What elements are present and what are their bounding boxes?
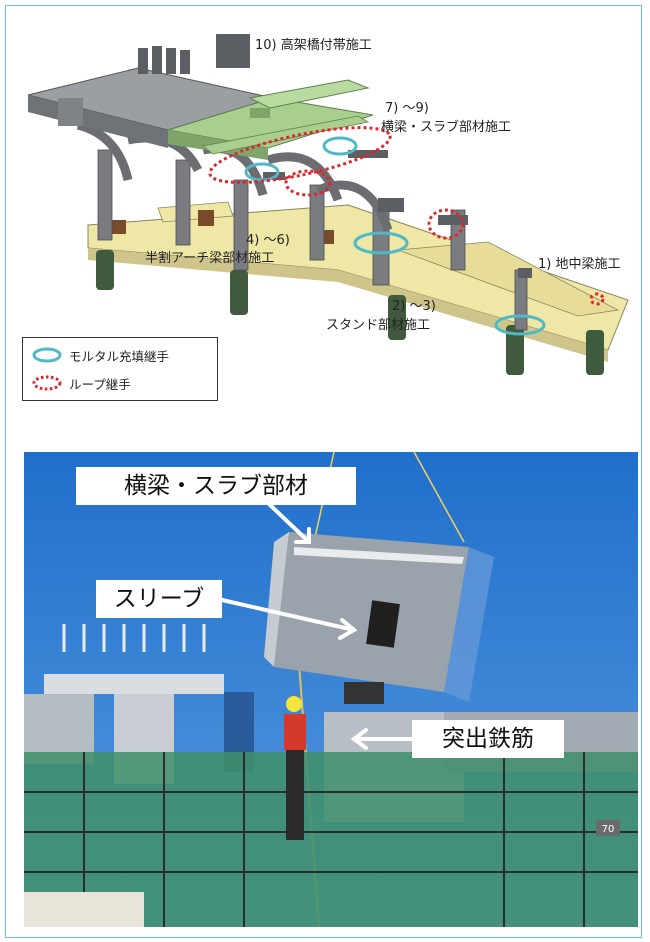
projecting-rebars: [62, 624, 206, 652]
callout-member: 横梁・スラブ部材: [76, 467, 356, 505]
construction-photo: 70 横梁・スラブ部材 スリーブ 突出鉄筋: [24, 452, 638, 927]
suspended-member: [264, 532, 494, 704]
piles: [96, 250, 604, 375]
step-label-7-9-number: 7) ～9): [385, 101, 429, 116]
arrow-rebar-head: [350, 728, 368, 750]
step-label-7-9: 横梁・スラブ部材施工: [381, 120, 512, 135]
arrow-member: [267, 502, 311, 544]
arrow-sleeve: [220, 598, 356, 632]
ground-slab: [24, 892, 144, 927]
loop-joint-icon: [32, 375, 62, 391]
arrow-member-head: [294, 527, 311, 544]
mortar-joint-icon: [32, 347, 62, 363]
step-label-1: 1) 地中梁施工: [538, 257, 621, 272]
construction-sequence-diagram: 10) 高架橋付帯施工 7) ～9) 横梁・スラブ部材施工 4) ～6) 半割ア…: [18, 20, 638, 415]
sign-number: 70: [602, 824, 615, 835]
figure-frame: [5, 5, 642, 938]
legend-item-mortar-joint: モルタル充填継手: [31, 344, 169, 366]
loop-joints: [208, 126, 605, 306]
legend: モルタル充填継手 ループ継手: [22, 337, 218, 401]
step-label-2-3: スタンド部材施工: [326, 318, 431, 333]
step-label-4-6: 半割アーチ梁部材施工: [145, 251, 275, 266]
scaffolding: [24, 752, 638, 927]
worker: [284, 696, 306, 840]
legend-label-loop: ループ継手: [69, 376, 131, 392]
callout-rebar: 突出鉄筋: [412, 720, 564, 758]
callout-arrows: [220, 502, 414, 750]
sign-plate: 70: [596, 820, 620, 836]
callout-sleeve: スリーブ: [96, 580, 222, 618]
ground-beams: [87, 201, 629, 362]
step-label-10: 10) 高架橋付帯施工: [255, 38, 372, 53]
deck-slabs-green: [167, 79, 374, 160]
arrow-sleeve-head: [338, 618, 358, 640]
photo-scene: 70: [24, 452, 638, 927]
step-label-4-6-number: 4) ～6): [246, 233, 290, 248]
legend-label-mortar: モルタル充填継手: [69, 348, 170, 364]
step-label-2-3-number: 2) ～3): [392, 299, 436, 314]
legend-item-loop-joint: ループ継手: [31, 372, 131, 394]
viaduct-illustration: [27, 34, 629, 375]
